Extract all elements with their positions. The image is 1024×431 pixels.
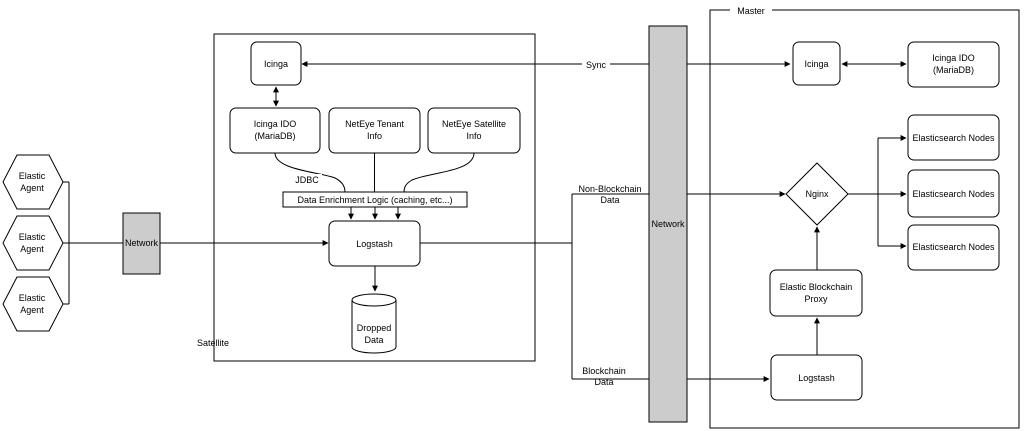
es-node-1: Elasticsearch Nodes bbox=[907, 114, 1000, 161]
satellite-icinga-ido: Icinga IDO (MariaDB) bbox=[229, 107, 321, 154]
master-icinga: Icinga bbox=[792, 41, 841, 86]
svg-text:(MariaDB): (MariaDB) bbox=[254, 131, 295, 141]
satellite-icinga: Icinga bbox=[250, 41, 302, 86]
master-label: Master bbox=[737, 6, 765, 16]
neteye-tenant-info: NetEye Tenant Info bbox=[328, 107, 421, 154]
enrichment-feeds bbox=[274, 152, 475, 193]
non-blockchain-label-2: Data bbox=[600, 195, 619, 205]
elastic-agent-2: Elastic Agent bbox=[2, 215, 64, 271]
svg-text:NetEye Tenant: NetEye Tenant bbox=[345, 119, 404, 129]
svg-text:Elasticsearch Nodes: Elasticsearch Nodes bbox=[912, 189, 995, 199]
data-enrichment-logic: Data Enrichment Logic (caching, etc...) bbox=[282, 191, 468, 208]
svg-text:Data: Data bbox=[364, 335, 383, 345]
svg-text:NetEye Satellite: NetEye Satellite bbox=[442, 119, 506, 129]
svg-text:Agent: Agent bbox=[20, 183, 44, 193]
svg-text:Elasticsearch Nodes: Elasticsearch Nodes bbox=[912, 242, 995, 252]
nginx: Nginx bbox=[785, 162, 849, 226]
svg-text:Elastic: Elastic bbox=[19, 171, 46, 181]
jdbc-label-bg bbox=[292, 174, 322, 185]
elastic-agent-1: Elastic Agent bbox=[2, 154, 64, 210]
svg-text:Icinga IDO: Icinga IDO bbox=[254, 119, 297, 129]
svg-text:Data Enrichment Logic (caching: Data Enrichment Logic (caching, etc...) bbox=[297, 195, 452, 205]
svg-text:Logstash: Logstash bbox=[798, 373, 835, 383]
satellite-logstash: Logstash bbox=[328, 220, 421, 267]
svg-text:Logstash: Logstash bbox=[356, 239, 393, 249]
svg-text:Nginx: Nginx bbox=[805, 189, 829, 199]
svg-text:Elasticsearch Nodes: Elasticsearch Nodes bbox=[912, 133, 995, 143]
sync-label: Sync bbox=[586, 60, 607, 70]
elastic-agent-3: Elastic Agent bbox=[2, 276, 64, 332]
svg-text:Icinga: Icinga bbox=[264, 59, 288, 69]
elastic-blockchain-proxy: Elastic Blockchain Proxy bbox=[769, 269, 863, 317]
sync-label-bg bbox=[582, 59, 610, 70]
master-icinga-ido: Icinga IDO (MariaDB) bbox=[907, 41, 1000, 88]
network-center: Network bbox=[648, 25, 688, 423]
blockchain-label-1: Blockchain bbox=[582, 366, 626, 376]
svg-text:Network: Network bbox=[125, 238, 159, 248]
es-node-3: Elasticsearch Nodes bbox=[907, 224, 1000, 271]
network-left: Network bbox=[122, 212, 161, 275]
master-container bbox=[709, 9, 1020, 429]
svg-text:Icinga: Icinga bbox=[804, 59, 828, 69]
svg-text:Network: Network bbox=[651, 219, 685, 229]
non-blockchain-label-1: Non-Blockchain bbox=[578, 184, 641, 194]
svg-text:Proxy: Proxy bbox=[804, 294, 828, 304]
jdbc-label: JDBC bbox=[295, 175, 319, 185]
svg-text:Agent: Agent bbox=[20, 305, 44, 315]
svg-text:Elastic: Elastic bbox=[19, 293, 46, 303]
satellite-label: Satellite bbox=[197, 338, 229, 348]
svg-text:Dropped: Dropped bbox=[357, 323, 392, 333]
agent-connectors bbox=[63, 181, 123, 305]
nginx-to-es bbox=[848, 135, 907, 249]
neteye-satellite-info: NetEye Satellite Info bbox=[427, 107, 521, 154]
logstash-output-bus bbox=[420, 193, 649, 380]
svg-text:Agent: Agent bbox=[20, 244, 44, 254]
blockchain-label-2: Data bbox=[594, 377, 613, 387]
svg-text:Elastic Blockchain: Elastic Blockchain bbox=[780, 282, 853, 292]
svg-text:Info: Info bbox=[466, 131, 481, 141]
svg-text:Info: Info bbox=[367, 131, 382, 141]
satellite-container bbox=[213, 33, 536, 362]
svg-text:Elastic: Elastic bbox=[19, 232, 46, 242]
es-node-2: Elasticsearch Nodes bbox=[907, 169, 1000, 218]
dropped-data: Dropped Data bbox=[351, 293, 397, 354]
svg-text:Icinga IDO: Icinga IDO bbox=[932, 53, 975, 63]
master-logstash: Logstash bbox=[770, 354, 863, 401]
enrichment-to-logstash bbox=[348, 207, 401, 220]
svg-text:(MariaDB): (MariaDB) bbox=[933, 65, 974, 75]
